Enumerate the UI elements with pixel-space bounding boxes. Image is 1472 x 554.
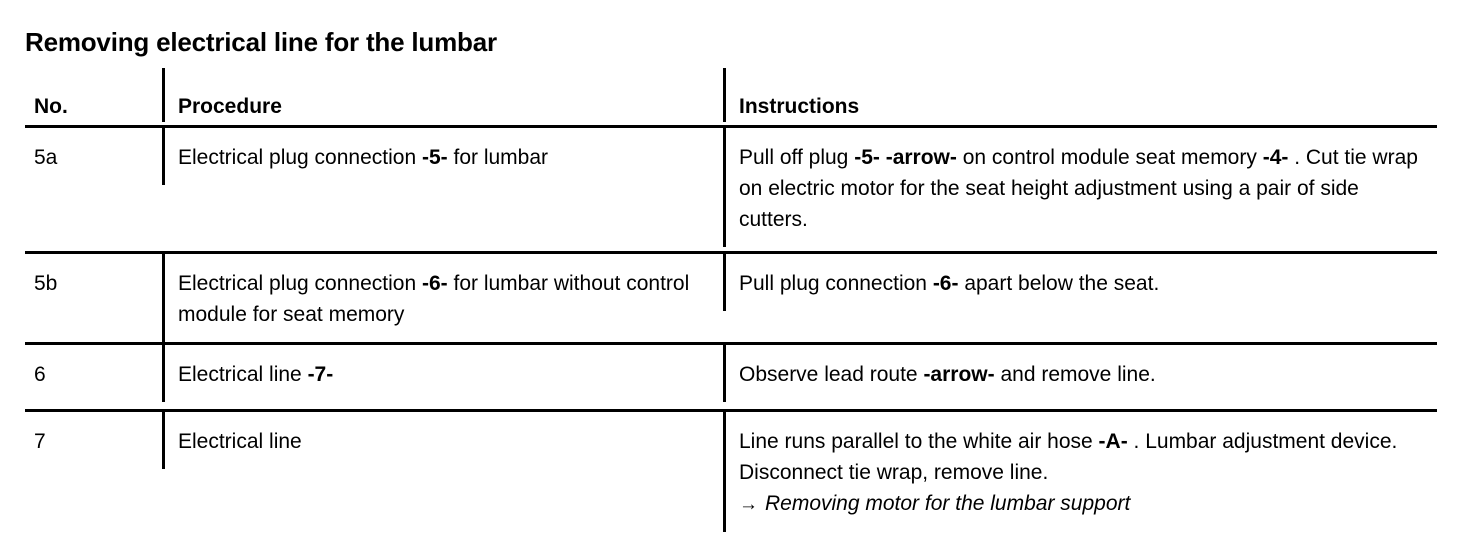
text-run: . Cut tie wrap on electric motor for the… xyxy=(739,146,1418,231)
text-run: Electrical line xyxy=(178,430,302,453)
emphasis-token: -arrow- xyxy=(923,363,995,386)
row-procedure: Electrical line xyxy=(162,412,723,469)
text-run: Electrical line xyxy=(178,363,308,386)
emphasis-token: -A- xyxy=(1098,430,1128,453)
emphasis-token: -4- xyxy=(1262,146,1289,169)
row-number: 5b xyxy=(34,272,58,295)
column-header-instructions: Instructions xyxy=(723,68,1437,122)
cross-reference-link[interactable]: → Removing motor for the lumbar support xyxy=(739,488,1429,520)
table-row: 5a Electrical plug connection -5- for lu… xyxy=(25,128,1437,254)
instruction-text: Line runs parallel to the white air hose… xyxy=(739,426,1429,488)
row-procedure: Electrical plug connection -5- for lumba… xyxy=(162,128,723,185)
row-instructions: Observe lead route -arrow- and remove li… xyxy=(723,345,1437,402)
row-number: 7 xyxy=(34,430,46,453)
emphasis-token: -5- xyxy=(421,146,448,169)
text-run: and remove line. xyxy=(994,363,1156,386)
row-procedure: Electrical plug connection -6- for lumba… xyxy=(162,254,723,342)
emphasis-token: -7- xyxy=(307,363,334,386)
row-instructions: Pull off plug -5- -arrow- on control mod… xyxy=(723,128,1437,247)
table-header-row: No. Procedure Instructions xyxy=(25,68,1437,128)
emphasis-token: -5- -arrow- xyxy=(854,146,957,169)
text-run: . Lumbar adjustment device. Disconnect t… xyxy=(739,430,1398,484)
page-title: Removing electrical line for the lumbar xyxy=(25,27,497,58)
text-run: for lumbar xyxy=(447,146,549,169)
text-run: for lumbar without control module for se… xyxy=(178,272,690,326)
table-row: 5b Electrical plug connection -6- for lu… xyxy=(25,254,1437,345)
text-run: Observe lead route xyxy=(739,363,924,386)
text-run: Pull plug connection xyxy=(739,272,933,295)
row-instructions: Line runs parallel to the white air hose… xyxy=(723,412,1437,532)
text-run: Line runs parallel to the white air hose xyxy=(739,430,1099,453)
table-row: 6 Electrical line -7- Observe lead route… xyxy=(25,345,1437,412)
text-run: apart below the seat. xyxy=(958,272,1160,295)
column-header-procedure: Procedure xyxy=(162,68,723,122)
text-run: on control module seat memory xyxy=(956,146,1263,169)
emphasis-token: -6- xyxy=(932,272,959,295)
text-run: Electrical plug connection xyxy=(178,146,422,169)
cross-reference-label: Removing motor for the lumbar support xyxy=(765,492,1131,515)
row-instructions: Pull plug connection -6- apart below the… xyxy=(723,254,1437,311)
column-header-no: No. xyxy=(34,95,68,118)
table-row: 7 Electrical line Line runs parallel to … xyxy=(25,412,1437,554)
row-number: 5a xyxy=(34,146,58,169)
row-number: 6 xyxy=(34,363,46,386)
emphasis-token: -6- xyxy=(421,272,448,295)
text-run: Electrical plug connection xyxy=(178,272,422,295)
right-arrow-icon: → xyxy=(739,494,758,515)
text-run: Pull off plug xyxy=(739,146,855,169)
procedure-table: No. Procedure Instructions 5a Electrical… xyxy=(25,68,1437,554)
row-procedure: Electrical line -7- xyxy=(162,345,723,402)
